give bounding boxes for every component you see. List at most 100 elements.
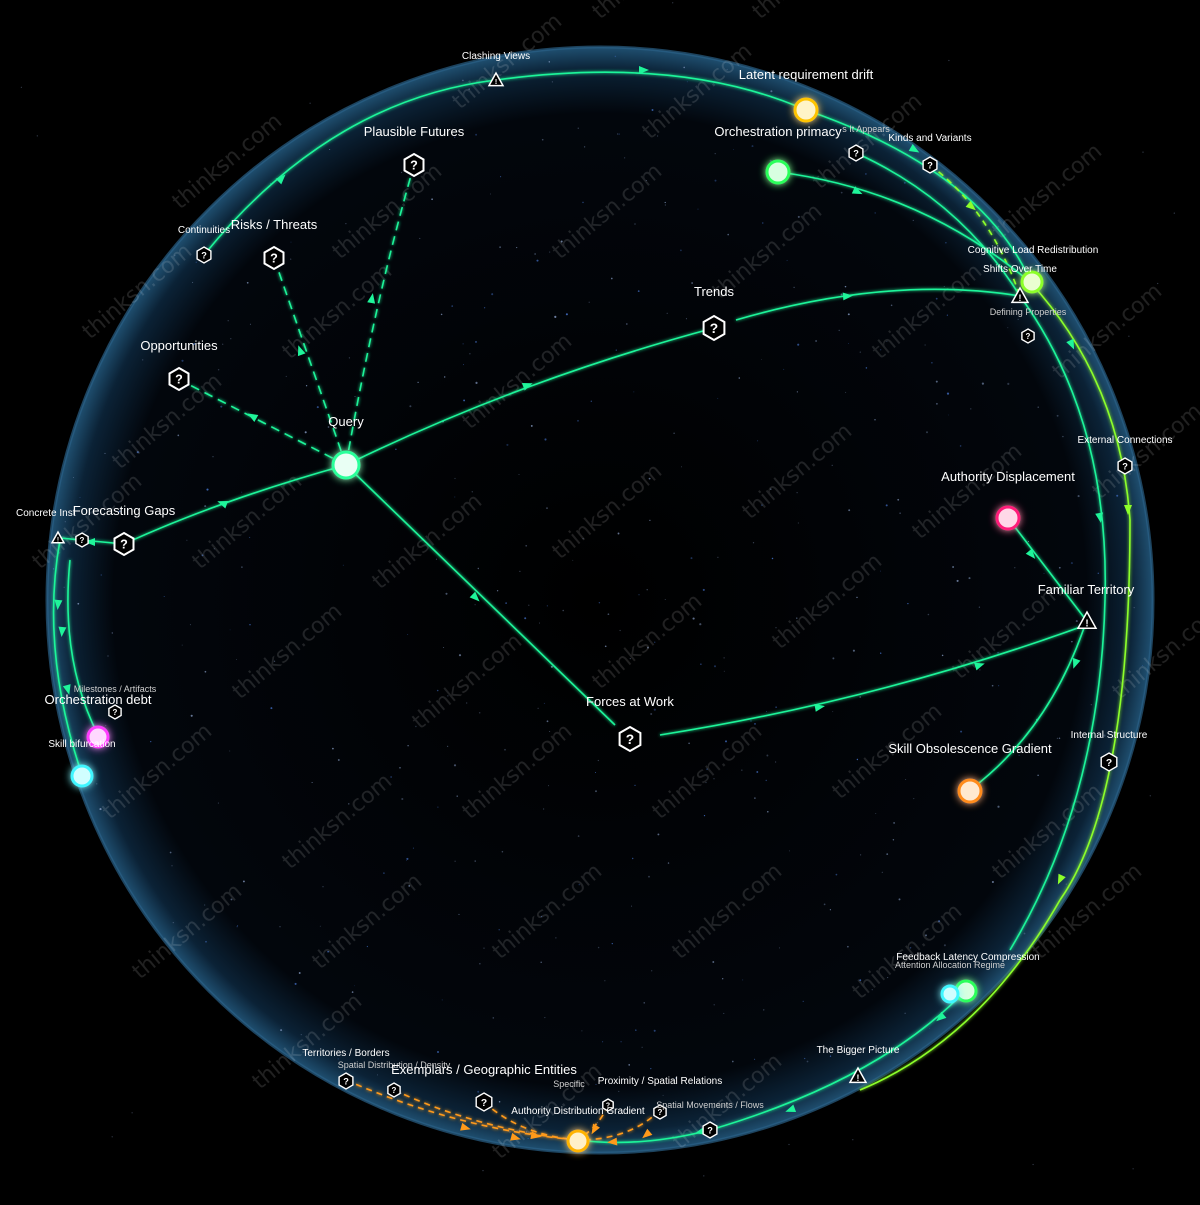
node-it-appears[interactable]: ? — [848, 144, 864, 162]
star — [246, 281, 249, 284]
question-hex-icon[interactable] — [702, 1121, 718, 1139]
node-continuities[interactable]: ? — [196, 246, 212, 264]
star — [852, 1139, 854, 1141]
node-spatial-distribution-density[interactable]: ? — [387, 1082, 401, 1098]
star — [629, 658, 631, 660]
star — [947, 414, 949, 416]
question-hex-icon[interactable] — [75, 532, 89, 548]
star — [555, 937, 557, 939]
star — [797, 215, 800, 218]
star — [524, 617, 527, 620]
node-risks-threats[interactable]: ? — [263, 245, 285, 271]
node-spatial-movements-flows[interactable]: ? — [653, 1104, 667, 1120]
star — [611, 942, 613, 945]
edge-arrow-marker — [530, 1131, 541, 1140]
node-defining-properties[interactable]: ? — [1021, 328, 1035, 344]
node-proximity-spatial-relations[interactable]: ? — [602, 1098, 614, 1112]
node-latent-requirement-drift[interactable] — [793, 97, 819, 123]
star — [653, 708, 656, 711]
node-authority-distribution-gradient[interactable] — [566, 1129, 590, 1153]
question-hex-icon[interactable] — [1021, 328, 1035, 344]
star — [543, 702, 545, 704]
star — [831, 464, 833, 466]
node-internal-structure[interactable]: ? — [1100, 752, 1118, 772]
node-query-circle[interactable] — [331, 450, 361, 480]
node-opportunities[interactable]: ? — [168, 366, 190, 392]
question-hex-icon[interactable] — [263, 245, 285, 271]
node-territories-borders[interactable]: ? — [338, 1072, 354, 1090]
question-hex-icon[interactable] — [618, 725, 642, 753]
question-hex-icon[interactable] — [113, 531, 135, 557]
star — [595, 772, 597, 773]
star — [653, 1029, 656, 1032]
question-hex-icon[interactable] — [338, 1072, 354, 1090]
star — [702, 588, 705, 591]
question-hex-icon[interactable] — [1117, 457, 1133, 475]
node-kinds-and-variants[interactable]: ? — [922, 156, 938, 174]
node-concrete-inst[interactable]: ! — [50, 530, 66, 544]
warning-triangle-icon[interactable] — [848, 1066, 868, 1084]
question-hex-icon[interactable] — [168, 366, 190, 392]
node-forces-at-work[interactable]: ? — [618, 725, 642, 753]
node-cognitive-load-redistribution[interactable] — [1020, 270, 1044, 294]
question-hex-icon[interactable] — [387, 1082, 401, 1098]
node-orchestration-debt[interactable] — [86, 725, 110, 749]
question-hex-icon[interactable] — [848, 144, 864, 162]
node-orchestration-primacy[interactable] — [765, 159, 791, 185]
label-specific: Specific — [553, 1079, 585, 1089]
node-forecasting-gaps[interactable]: ? — [113, 531, 135, 557]
node-attention-allocation-regime[interactable] — [940, 984, 960, 1004]
node-milestones-artifacts[interactable]: ? — [108, 704, 122, 720]
question-hex-icon[interactable] — [702, 314, 726, 342]
question-hex-icon[interactable] — [653, 1104, 667, 1120]
star — [451, 305, 454, 307]
star — [539, 622, 540, 624]
warning-triangle-icon[interactable] — [1076, 610, 1098, 629]
node-concrete-inst-hex[interactable]: ? — [75, 532, 89, 548]
node-exemplars-geographic-entities[interactable]: ? — [475, 1092, 493, 1112]
star — [754, 1058, 756, 1060]
node-clashing-views[interactable]: ! — [487, 71, 505, 87]
question-mark-glyph: ? — [1026, 332, 1031, 341]
star — [647, 646, 649, 649]
question-hex-icon[interactable] — [475, 1092, 493, 1112]
star — [673, 432, 675, 434]
node-query[interactable] — [331, 450, 361, 480]
node-the-bigger-picture[interactable]: ! — [848, 1066, 868, 1084]
question-hex-icon[interactable] — [196, 246, 212, 264]
star — [616, 133, 619, 135]
warning-triangle-icon[interactable] — [50, 530, 66, 544]
star — [685, 318, 687, 320]
question-hex-icon[interactable] — [403, 152, 425, 178]
node-skill-obsolescence-gradient[interactable] — [957, 778, 983, 804]
node-familiar-territory[interactable]: ! — [1076, 610, 1098, 629]
node-skill-bifurcation[interactable] — [70, 764, 94, 788]
node-authority-displacement[interactable] — [995, 505, 1021, 531]
node-shifts-over-time[interactable]: ! — [1010, 286, 1030, 304]
node-plausible-futures[interactable]: ? — [403, 152, 425, 178]
star — [540, 961, 542, 964]
star — [723, 657, 725, 659]
node-bottom-hex[interactable]: ? — [702, 1121, 718, 1139]
node-external-connections[interactable]: ? — [1117, 457, 1133, 475]
label-continuities: Continuities — [178, 225, 230, 236]
star — [475, 133, 478, 136]
star — [419, 237, 421, 239]
warning-triangle-icon[interactable] — [1010, 286, 1030, 304]
star — [237, 925, 239, 927]
star — [615, 349, 617, 351]
star — [634, 784, 636, 786]
question-hex-icon[interactable] — [1100, 752, 1118, 772]
watermark-text: thinksn.com — [748, 0, 867, 25]
question-hex-icon[interactable] — [108, 704, 122, 720]
star — [583, 146, 586, 148]
node-trends[interactable]: ? — [702, 314, 726, 342]
question-hex-icon[interactable] — [602, 1098, 614, 1112]
question-hex-icon[interactable] — [922, 156, 938, 174]
star — [525, 544, 528, 547]
warning-triangle-icon[interactable] — [487, 71, 505, 87]
star — [193, 343, 196, 345]
star — [796, 617, 798, 619]
